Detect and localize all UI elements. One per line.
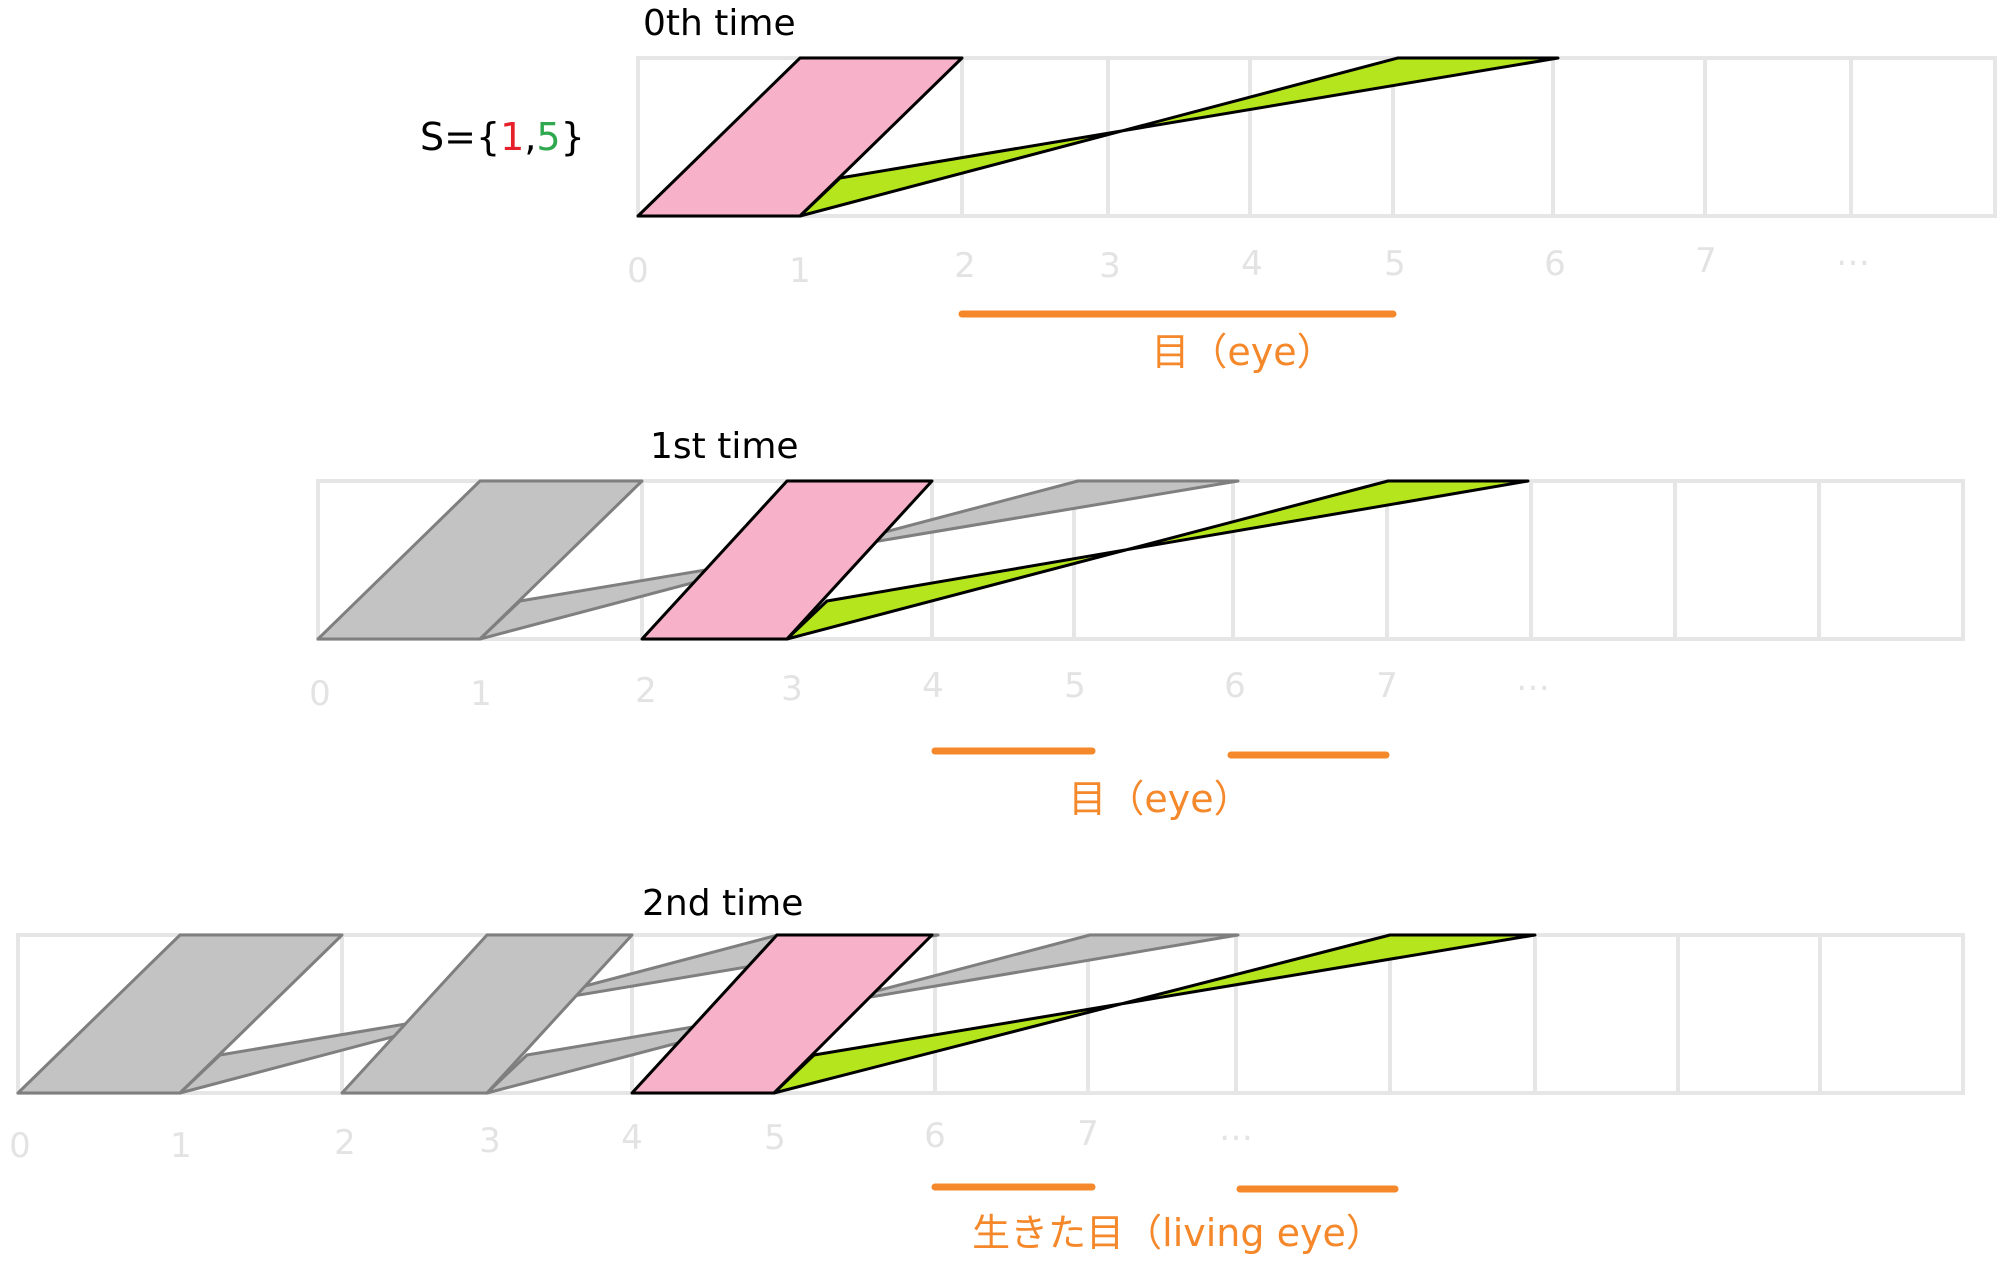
tick-label: 4 [1241, 244, 1263, 284]
gray-parallelogram [316, 479, 644, 641]
set-element-5: 5 [536, 115, 560, 159]
tick-label: 1 [470, 674, 492, 714]
tick-labels: 0 1 2 3 4 5 6 7 … [9, 1109, 1253, 1166]
tick-label: … [1836, 234, 1870, 274]
panel-title: 2nd time [642, 883, 803, 924]
tick-label: 2 [334, 1123, 356, 1163]
panel-1st-time: 1st time 0 1 2 3 4 5 6 7 … [309, 426, 1965, 821]
green-parallelogram [798, 56, 1560, 218]
tick-label: 3 [781, 669, 803, 709]
pink-parallelogram [640, 479, 934, 641]
tick-label: 2 [635, 671, 657, 711]
tick-label: 5 [1064, 666, 1086, 706]
green-parallelogram [772, 933, 1537, 1095]
set-element-1: 1 [500, 115, 524, 159]
set-label-sep: , [524, 115, 536, 159]
set-label: S={1,5} [420, 115, 585, 159]
tick-label: 3 [1099, 246, 1121, 286]
eye-label: 目（eye） [1068, 777, 1251, 821]
tick-label: 7 [1077, 1114, 1099, 1154]
pink-parallelogram [636, 56, 964, 218]
tick-label: 1 [170, 1126, 192, 1166]
eye-label: 生きた目（living eye） [972, 1211, 1384, 1255]
tick-label: 7 [1695, 241, 1717, 281]
tick-label: 6 [1224, 666, 1246, 706]
panel-title: 0th time [643, 3, 796, 44]
tick-labels: 0 1 2 3 4 5 6 7 … [627, 234, 1870, 291]
pink-parallelogram [630, 933, 934, 1095]
panel-2nd-time: 2nd time 0 1 2 3 4 5 [9, 883, 1965, 1255]
tick-label: 2 [954, 246, 976, 286]
green-parallelogram [785, 479, 1530, 641]
gray-parallelogram [340, 933, 634, 1095]
tick-label: 6 [924, 1116, 946, 1156]
set-label-prefix: S={ [420, 115, 500, 159]
tick-label: 5 [764, 1118, 786, 1158]
tick-label: 6 [1544, 244, 1566, 284]
eye-label: 目（eye） [1151, 330, 1334, 374]
tick-label: 0 [309, 674, 331, 714]
gray-parallelogram [16, 933, 344, 1095]
tick-label: 7 [1376, 666, 1398, 706]
panel-title: 1st time [650, 426, 799, 467]
tick-label: 4 [621, 1118, 643, 1158]
gray-parallelogram [485, 933, 1240, 1095]
panel-0th-time: 0th time S={1,5} 0 1 2 3 4 5 6 7 … [420, 3, 1997, 374]
tick-label: 3 [479, 1121, 501, 1161]
tick-label: … [1516, 659, 1550, 699]
tick-label: 0 [627, 251, 649, 291]
set-label-suffix: } [561, 115, 585, 159]
tick-label: 1 [789, 251, 811, 291]
tick-label: 4 [922, 666, 944, 706]
tick-label: 0 [9, 1126, 31, 1166]
tick-labels: 0 1 2 3 4 5 6 7 … [309, 659, 1550, 714]
tick-label: … [1219, 1109, 1253, 1149]
tick-label: 5 [1384, 244, 1406, 284]
